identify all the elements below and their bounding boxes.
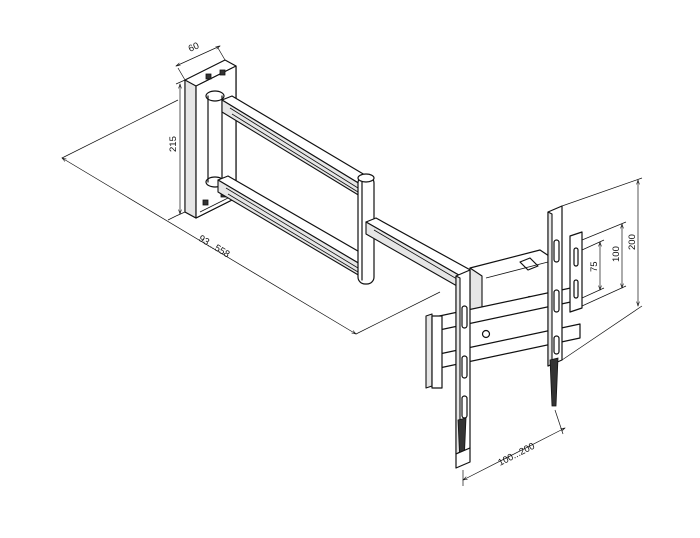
arm-extension-label: 93...558 — [196, 233, 231, 260]
vesa-horizontal-label: 100...200 — [496, 441, 536, 469]
lower-arm — [217, 175, 371, 277]
dim-arm-extension — [62, 99, 441, 334]
right-vertical-bracket — [547, 205, 563, 407]
depth-label: 60 — [187, 40, 201, 54]
upper-arm — [221, 95, 371, 197]
vesa-vertical-100-label: 100 — [611, 246, 622, 262]
forearm — [365, 217, 475, 291]
inner-bracket — [569, 231, 583, 313]
tilt-head — [469, 249, 553, 339]
left-vertical-bracket — [455, 269, 471, 469]
dim-vesa-horizontal — [463, 409, 565, 486]
vesa-vertical-75-label: 75 — [589, 261, 600, 272]
wall-plate-height-label: 215 — [168, 136, 179, 152]
vesa-vertical-200-label: 200 — [627, 234, 638, 250]
dim-depth — [176, 46, 226, 81]
dim-vesa-vertical — [561, 177, 643, 361]
